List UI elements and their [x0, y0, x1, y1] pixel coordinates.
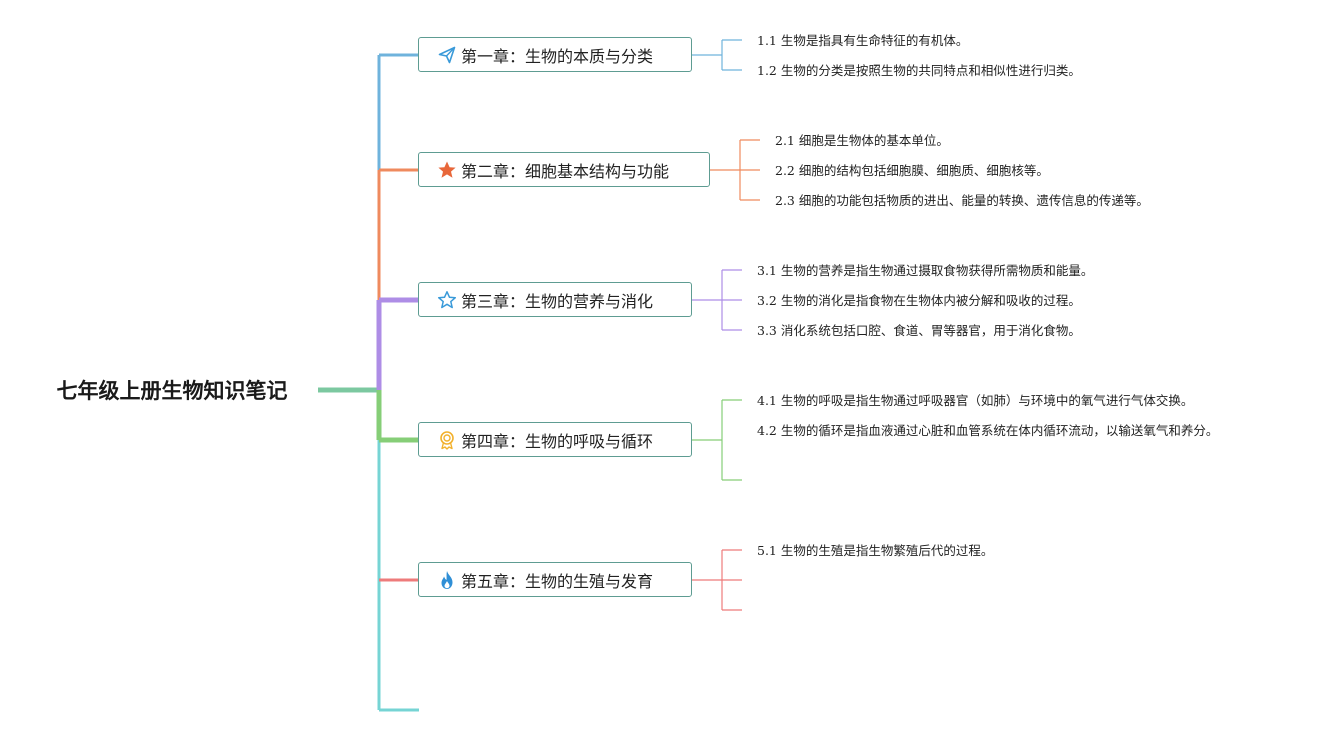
chapter-3-note-links: [692, 269, 742, 331]
chapter-label-3: 第三章：生物的营养与消化: [461, 291, 654, 311]
paper-plane-icon: [437, 45, 457, 65]
chapter-label-1: 第一章：生物的本质与分类: [461, 46, 654, 66]
note-2-2[interactable]: 2.2 细胞的结构包括细胞膜、细胞质、细胞核等。: [775, 163, 1049, 178]
award-medal-icon: [437, 430, 457, 450]
chapter-4-note-links: [692, 399, 742, 481]
note-1-1[interactable]: 1.1 生物是指具有生命特征的有机体。: [757, 33, 969, 48]
chapter-5-note-links: [692, 549, 742, 611]
chapter-label-4: 第四章：生物的呼吸与循环: [461, 431, 654, 451]
chapter-1-note-links: [692, 39, 742, 71]
chapter-node-4[interactable]: 第四章：生物的呼吸与循环: [418, 422, 692, 457]
note-3-1[interactable]: 3.1 生物的营养是指生物通过摄取食物获得所需物质和能量。: [757, 263, 1094, 278]
chapter-2-note-links: [710, 139, 760, 201]
chapter-label-5: 第五章：生物的生殖与发育: [461, 571, 654, 591]
note-3-3[interactable]: 3.3 消化系统包括口腔、食道、胃等器官，用于消化食物。: [757, 323, 1081, 338]
root-topic[interactable]: 七年级上册生物知识笔记: [56, 379, 288, 403]
note-5-1[interactable]: 5.1 生物的生殖是指生物繁殖后代的过程。: [757, 543, 994, 558]
note-1-2[interactable]: 1.2 生物的分类是按照生物的共同特点和相似性进行归类。: [757, 63, 1081, 78]
fire-icon: [437, 570, 457, 590]
star-outline-icon: [437, 290, 457, 310]
chapter-node-5[interactable]: 第五章：生物的生殖与发育: [418, 562, 692, 597]
note-2-3[interactable]: 2.3 细胞的功能包括物质的进出、能量的转换、遗传信息的传递等。: [775, 193, 1149, 208]
note-3-2[interactable]: 3.2 生物的消化是指食物在生物体内被分解和吸收的过程。: [757, 293, 1081, 308]
chapter-label-2: 第二章：细胞基本结构与功能: [461, 161, 670, 181]
note-4-1[interactable]: 4.1 生物的呼吸是指生物通过呼吸器官（如肺）与环境中的氧气进行气体交换。: [757, 393, 1194, 408]
note-4-2[interactable]: 4.2 生物的循环是指血液通过心脏和血管系统在体内循环流动，以输送氧气和养分。: [757, 423, 1219, 438]
chapter-node-3[interactable]: 第三章：生物的营养与消化: [418, 282, 692, 317]
star-filled-icon: [437, 160, 457, 180]
chapter-node-2[interactable]: 第二章：细胞基本结构与功能: [418, 152, 710, 187]
note-2-1[interactable]: 2.1 细胞是生物体的基本单位。: [775, 133, 949, 148]
chapter-node-1[interactable]: 第一章：生物的本质与分类: [418, 37, 692, 72]
